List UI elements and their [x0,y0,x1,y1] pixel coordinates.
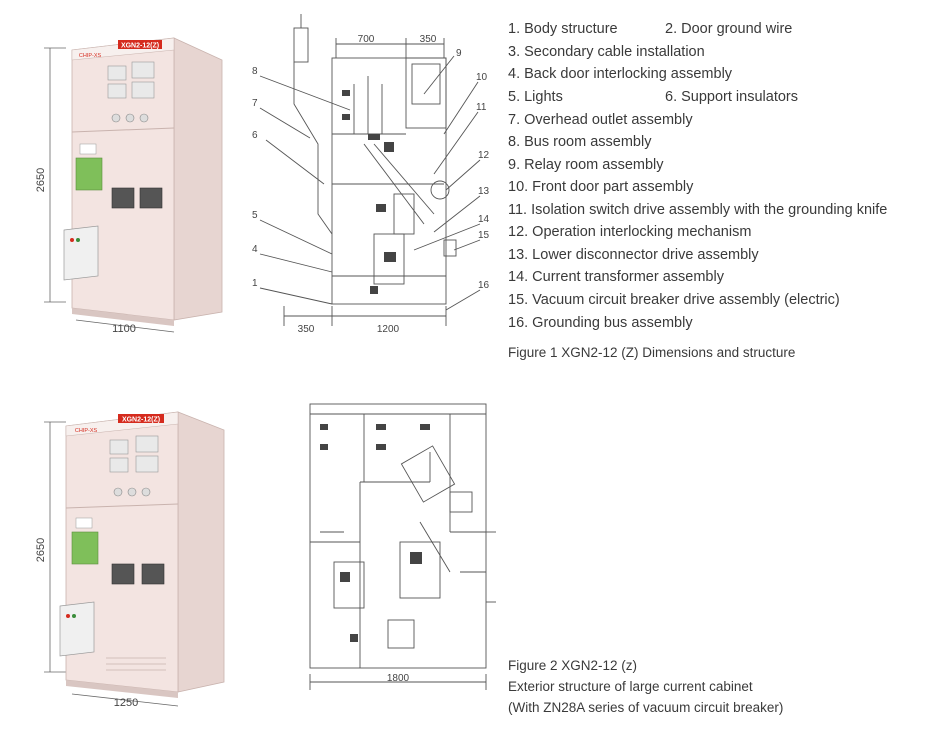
callout-5: 5 [252,210,258,221]
figure2-structure-drawing: 1800 [300,392,500,692]
fig2-logo: CHIP-XS [75,428,98,434]
part-16: 16. Grounding bus assembly [508,315,693,331]
figure2-caption-line-2: Exterior structure of large current cabi… [508,679,753,694]
part-9: 9. Relay room assembly [508,157,664,173]
part-4: 4. Back door interlocking assembly [508,66,733,82]
callout-1: 1 [252,278,258,289]
callout-10: 10 [476,72,488,83]
figure2-cabinet: 2650 XGN2-12(Z) CHIP-XS 1250 [35,400,236,720]
part-1: 1. Body structure [508,21,618,37]
figure2-caption-line-3: (With ZN28A series of vacuum circuit bre… [508,700,784,715]
part-14: 14. Current transformer assembly [508,269,724,285]
figure2-caption-line-1: Figure 2 XGN2-12 (z) [508,658,638,673]
callout-7: 7 [252,98,258,109]
callout-15: 15 [478,230,490,241]
part-5: 5. Lights [508,89,563,105]
part-15: 15. Vacuum circuit breaker drive assembl… [508,292,840,308]
callout-4: 4 [252,244,258,255]
fig2-width-dim: 1250 [114,697,138,709]
fig1-bottom-dim-1: 350 [298,324,315,335]
part-7: 7. Overhead outlet assembly [508,112,693,128]
callout-16: 16 [478,280,490,291]
fig2-bottom-dim: 1800 [387,673,410,684]
fig1-logo: CHIP-XS [79,53,102,59]
part-8: 8. Bus room assembly [508,134,652,150]
fig1-top-dim-1: 700 [358,34,375,45]
callout-11: 11 [476,102,487,113]
part-6: 6. Support insulators [665,89,798,105]
callout-6: 6 [252,130,258,141]
fig1-width-dim: 1100 [112,323,136,335]
callout-12: 12 [478,150,490,161]
fig1-bottom-dim-2: 1200 [377,324,400,335]
fig1-top-dim-2: 350 [420,34,437,45]
part-3: 3. Secondary cable installation [508,44,705,60]
callout-14: 14 [478,214,490,225]
figure1-structure-drawing: 700 350 350 1200 1 4 5 6 7 8 9 10 11 12 … [244,14,500,340]
callout-9: 9 [456,48,462,59]
figure1-cabinet: 2650 XGN2-12(Z) CHIP-XS 1100 [35,20,236,340]
part-10: 10. Front door part assembly [508,179,694,195]
fig1-model-plate: XGN2-12(Z) [121,43,159,50]
part-11: 11. Isolation switch drive assembly with… [508,202,888,218]
fig2-model-plate: XGN2-12(Z) [122,417,160,424]
part-12: 12. Operation interlocking mechanism [508,224,752,240]
fig2-height-dim: 2650 [36,538,47,562]
callout-13: 13 [478,186,490,197]
callout-8: 8 [252,66,258,77]
figure1-caption: Figure 1 XGN2-12 (Z) Dimensions and stru… [508,345,796,360]
fig1-height-dim: 2650 [36,168,47,192]
part-2: 2. Door ground wire [665,21,793,37]
part-13: 13. Lower disconnector drive assembly [508,247,759,263]
